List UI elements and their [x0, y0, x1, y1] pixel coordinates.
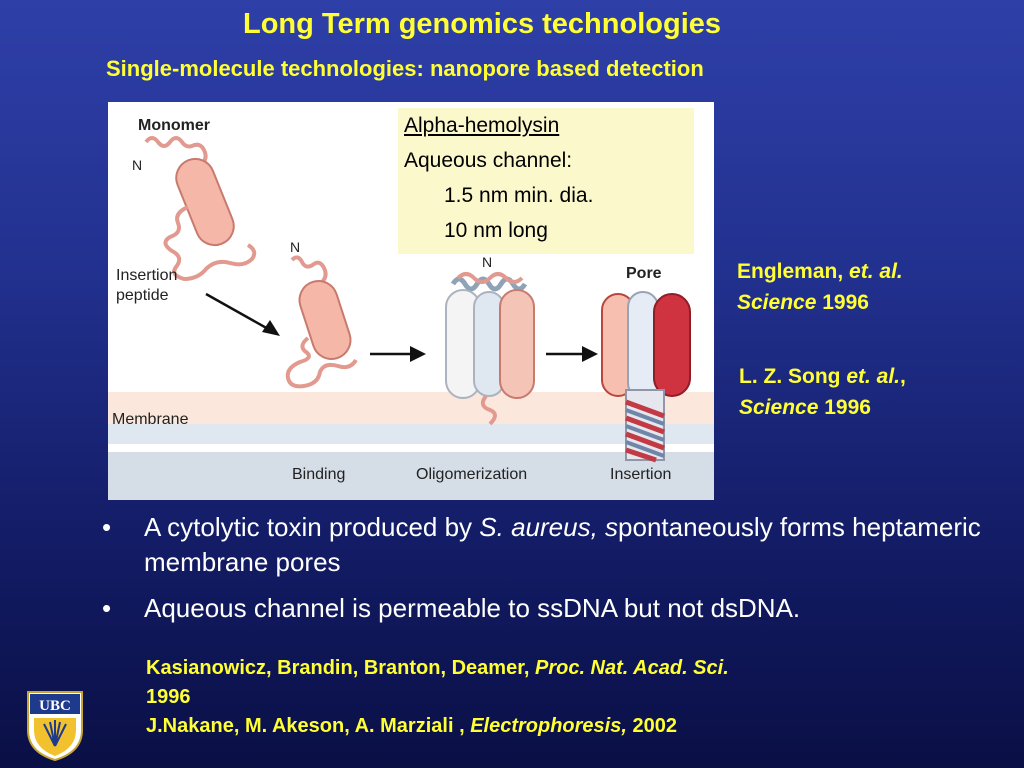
label-n-bound: N	[290, 239, 300, 255]
bullet-list: • A cytolytic toxin produced by S. aureu…	[102, 510, 1012, 637]
pore-stem-stripes-blue	[625, 408, 665, 458]
membrane-upper-band	[108, 392, 714, 424]
ref-song-comma: ,	[900, 365, 906, 388]
citation-2-journal: Electrophoresis,	[470, 715, 627, 737]
bullet-2-text: Aqueous channel is permeable to ssDNA bu…	[144, 593, 801, 623]
arrow-binding-head	[262, 320, 280, 336]
bullet-1-text-b: pontaneously forms heptameric membrane p…	[144, 512, 981, 577]
bound-monomer-body	[298, 280, 352, 360]
bullet-item-1: • A cytolytic toxin produced by S. aureu…	[102, 510, 1012, 580]
label-n-oligomer: N	[482, 254, 492, 270]
oligomer-top-coils-2	[456, 272, 524, 284]
crest-banner	[30, 694, 80, 714]
monomer-body	[175, 157, 235, 247]
bound-monomer-n-terminus	[290, 255, 328, 284]
slide-title: Long Term genomics technologies	[242, 8, 722, 40]
bullet-dot-icon: •	[102, 512, 112, 542]
label-monomer: Monomer	[138, 117, 210, 134]
ref-engleman-etal: et. al.	[849, 260, 903, 283]
citation-1-journal: Proc. Nat. Acad. Sci.	[534, 657, 729, 679]
ref-song-etal: et. al.	[846, 365, 901, 388]
arrow-oligomerization-head	[410, 346, 426, 362]
bullet-1-italic: S. aureus, s	[479, 512, 619, 542]
label-pore: Pore	[626, 265, 662, 282]
label-insertion-peptide-1: Insertion	[116, 267, 177, 284]
citation-2-year: 2002	[626, 715, 677, 737]
oligomer-subunit-right	[499, 289, 535, 399]
oligomer-loop	[480, 394, 497, 426]
crest-rays	[43, 720, 67, 747]
caption-line-2: 1.5 nm min. dia.	[444, 184, 594, 207]
membrane-lower-band	[108, 452, 714, 500]
bullet-item-2: • Aqueous channel is permeable to ssDNA …	[102, 591, 1012, 626]
bullet-dot-icon: •	[102, 593, 112, 623]
caption-line-1: Aqueous channel:	[404, 149, 573, 172]
citation-1-authors: Kasianowicz, Brandin, Branton, Deamer,	[146, 657, 535, 679]
label-membrane: Membrane	[112, 411, 189, 428]
bullet-1-text-a: A cytolytic toxin produced by	[144, 512, 480, 542]
label-binding: Binding	[292, 466, 345, 483]
membrane-middle-band	[108, 424, 714, 444]
label-oligomerization: Oligomerization	[416, 466, 527, 483]
caption-heading: Alpha-hemolysin	[404, 114, 560, 137]
label-insertion: Insertion	[610, 466, 671, 483]
ref-song-year: 1996	[824, 396, 871, 419]
label-n-monomer: N	[132, 157, 142, 173]
pore-stem-stripes	[625, 399, 665, 463]
monomer-n-terminus	[144, 136, 208, 166]
pore-formation-diagram: Monomer N N N Insertion peptide Pore Mem…	[108, 117, 714, 500]
ref-engleman-author: Engleman,	[737, 260, 844, 283]
bound-monomer-loop	[285, 336, 358, 389]
caption-line-3: 10 nm long	[444, 219, 548, 242]
ref-engleman: Engleman, et. al. Science 1996	[737, 256, 903, 318]
citations: Kasianowicz, Brandin, Branton, Deamer, P…	[146, 654, 729, 741]
ref-song-journal: Science	[739, 396, 819, 419]
ref-engleman-year: 1996	[822, 291, 869, 314]
pore-subunit-right	[653, 293, 691, 397]
ref-song: L. Z. Song et. al., Science 1996	[739, 361, 906, 423]
slide-subtitle: Single-molecule technologies: nanopore b…	[106, 56, 704, 81]
ref-engleman-journal: Science	[737, 291, 817, 314]
ubc-crest-icon: UBC	[27, 691, 83, 762]
arrow-binding	[205, 292, 271, 332]
crest-text: UBC	[39, 698, 71, 714]
citation-2-authors: J.Nakane, M. Akeson, A. Marziali ,	[146, 715, 471, 737]
ref-song-author: L. Z. Song	[739, 365, 841, 388]
hemolysin-caption-box: Alpha-hemolysin Aqueous channel: 1.5 nm …	[398, 108, 694, 254]
monomer-loop	[163, 205, 257, 282]
citation-1-year: 1996	[146, 686, 191, 708]
arrow-insertion-head	[582, 346, 598, 362]
label-insertion-peptide-2: peptide	[116, 287, 169, 304]
